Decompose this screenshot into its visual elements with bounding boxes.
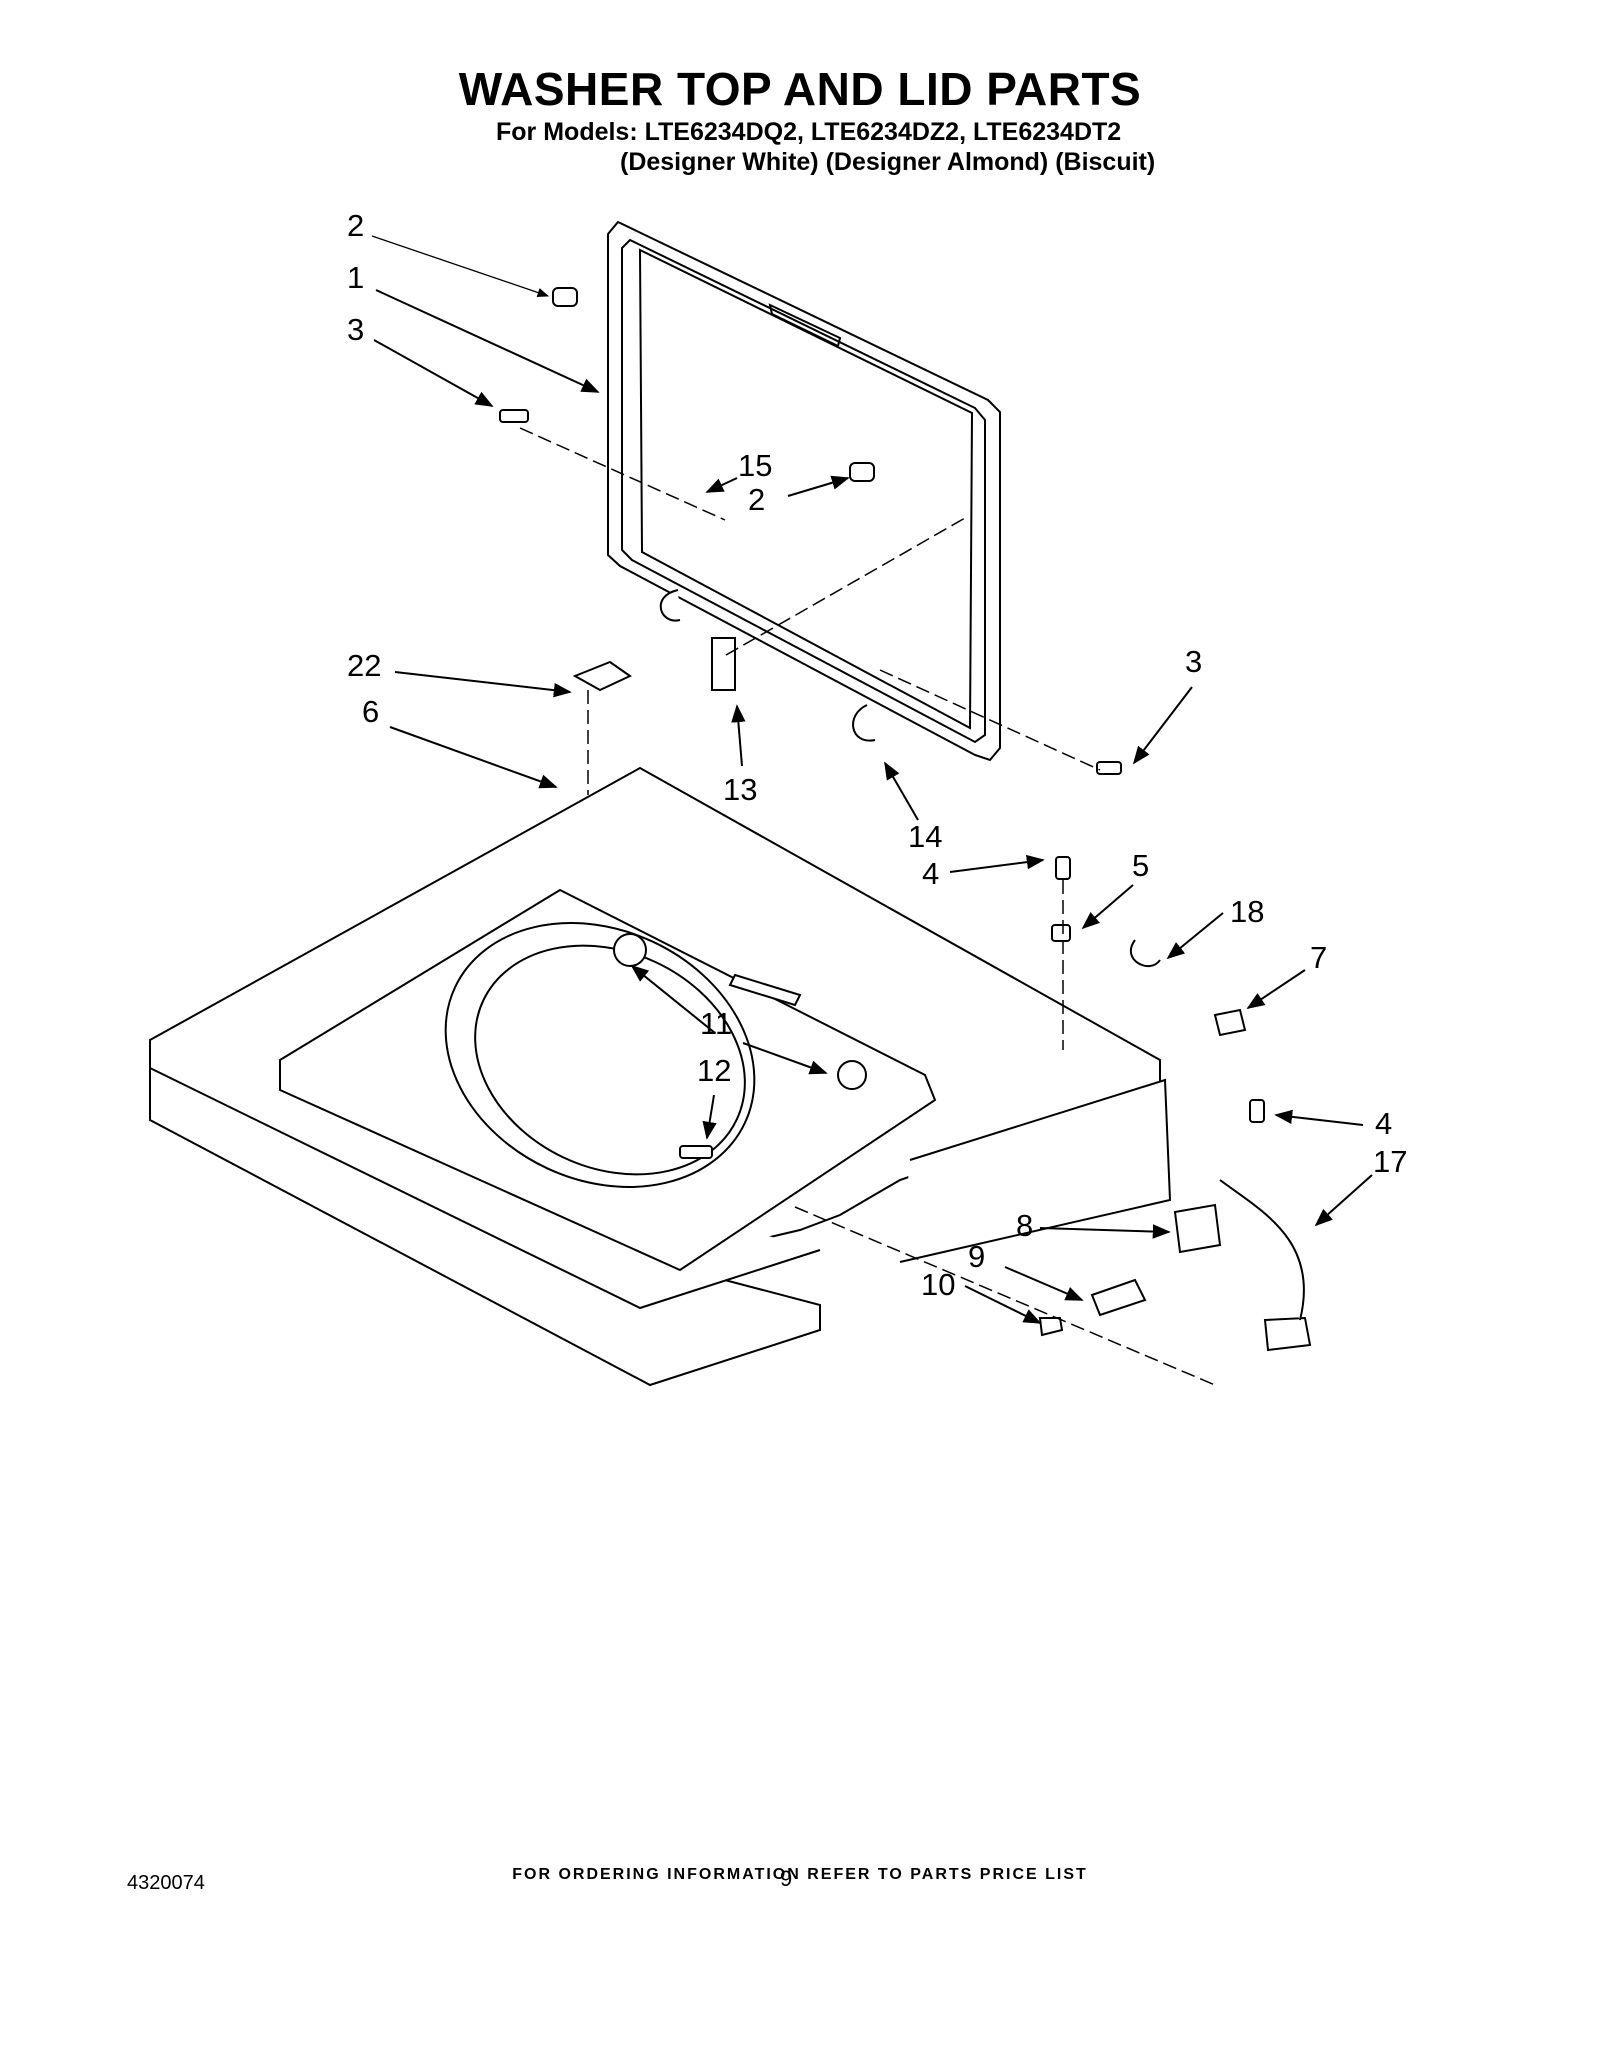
callout-22: 22 — [347, 648, 381, 683]
callout-5: 5 — [1132, 848, 1149, 883]
callout-9: 9 — [968, 1239, 985, 1274]
grommet-left-part — [613, 933, 647, 967]
document-number: 4320074 — [127, 1872, 205, 1894]
small-parts — [499, 287, 1312, 1352]
page-number: 9 — [780, 1866, 793, 1891]
callout-10: 10 — [921, 1267, 955, 1302]
hinge-screw-right-part — [1096, 761, 1122, 775]
hinge-hook-left-part — [659, 589, 681, 622]
bracket-10-part — [1038, 1317, 1064, 1337]
clip-7-part — [1213, 1008, 1247, 1037]
grommet-right-part — [837, 1060, 867, 1090]
callout-14: 14 — [908, 819, 942, 854]
callout-2-mid: 2 — [748, 482, 765, 517]
page-title: WASHER TOP AND LID PARTS — [458, 63, 1142, 115]
alignment-lines — [519, 427, 1216, 1386]
harness-connector-part — [1263, 1316, 1312, 1352]
callout-4-upper: 4 — [922, 856, 939, 891]
callout-12: 12 — [697, 1053, 731, 1088]
bumper-mid-part — [849, 462, 875, 482]
callout-11: 11 — [700, 1006, 732, 1041]
callout-17: 17 — [1373, 1144, 1407, 1179]
leader-arrows — [371, 235, 1373, 1324]
callout-8: 8 — [1016, 1208, 1033, 1243]
callout-3-left: 3 — [347, 312, 364, 347]
callout-1: 1 — [347, 260, 364, 295]
screw-12-part — [679, 1145, 713, 1159]
colors-subtitle: (Designer White) (Designer Almond) (Bisc… — [620, 148, 1156, 176]
callout-7: 7 — [1310, 940, 1327, 975]
wire-harness-17-part — [1219, 1179, 1305, 1321]
callout-2-top: 2 — [347, 208, 364, 243]
lid-frame — [607, 220, 1001, 762]
latch-bracket-part — [572, 660, 632, 692]
hinge-bracket-part — [711, 637, 736, 691]
callout-15: 15 — [738, 448, 772, 483]
hinge-hook-right-part — [852, 704, 876, 742]
callout-3-right: 3 — [1185, 644, 1202, 679]
callout-6: 6 — [362, 694, 379, 729]
models-subtitle: For Models: LTE6234DQ2, LTE6234DZ2, LTE6… — [496, 118, 1122, 146]
bumper-upper-part — [552, 287, 578, 307]
callout-labels: 2 1 3 15 2 22 6 13 14 3 4 5 18 7 11 12 4… — [347, 208, 1407, 1302]
actuator-9-part — [1090, 1278, 1147, 1317]
washer-top-panel — [149, 766, 1172, 1387]
clip-18-part — [1129, 939, 1161, 967]
switch-8-part — [1173, 1203, 1222, 1254]
callout-4-lower: 4 — [1375, 1106, 1392, 1141]
callout-18: 18 — [1230, 894, 1264, 929]
hinge-screw-left-part — [499, 409, 529, 423]
nut-5-part — [1051, 924, 1071, 942]
ordering-note: FOR ORDERING INFORMATION REFER TO PARTS … — [512, 1866, 1088, 1883]
callout-13: 13 — [723, 772, 757, 807]
screw-4a-part — [1055, 856, 1071, 880]
screw-4b-part — [1249, 1099, 1265, 1123]
